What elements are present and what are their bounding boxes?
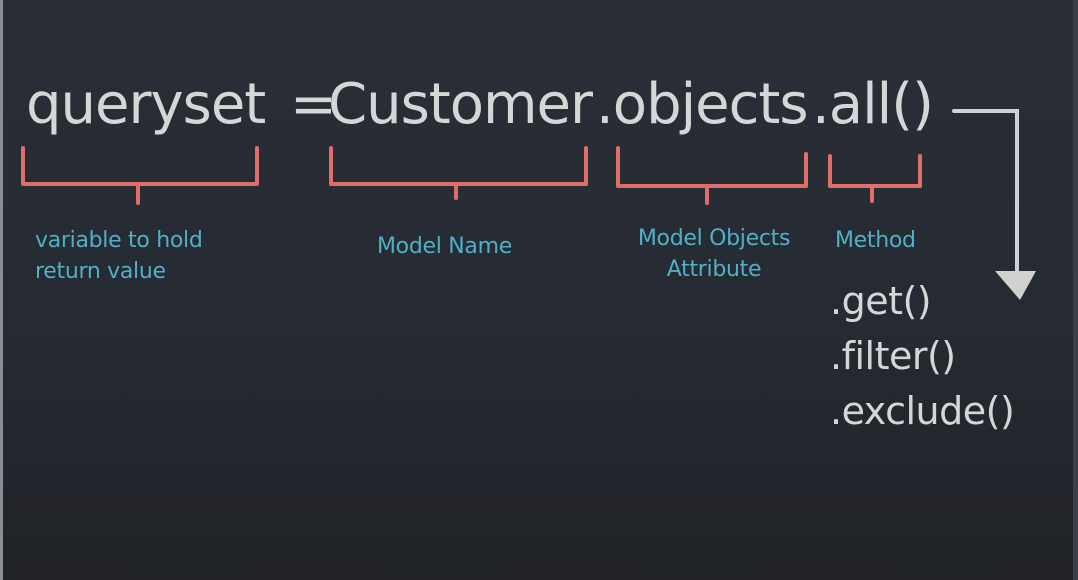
bracket-attribute [616,146,808,205]
method-exclude: .exclude() [830,389,1015,433]
label-method: Method [835,228,916,253]
label-variable-line2: return value [35,259,166,284]
code-model: Customer [328,72,593,137]
code-attribute: .objects [596,72,809,137]
bracket-method [828,154,922,203]
bracket-model [329,146,588,200]
flow-arrow [952,109,1036,300]
method-get: .get() [830,279,932,323]
label-variable: variable to hold return value [35,225,203,287]
label-attribute-line1: Model Objects [637,226,791,251]
code-method: .all() [812,72,934,137]
label-variable-line1: variable to hold [35,228,203,253]
code-equals: = [290,72,337,137]
method-filter: .filter() [830,334,956,378]
label-attribute: Model Objects Attribute [628,223,800,285]
bracket-variable [21,146,259,205]
label-attribute-line2: Attribute [666,257,762,282]
left-edge [0,0,3,580]
code-variable: queryset [26,72,266,137]
right-edge [1073,0,1078,580]
label-model: Model Name [377,234,512,259]
